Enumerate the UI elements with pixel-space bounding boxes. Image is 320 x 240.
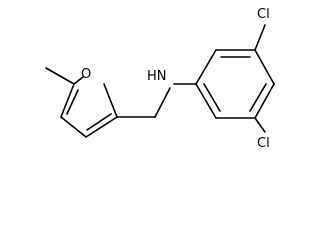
bond-c4-c5-double — [249, 83, 267, 112]
bond-c4-c5 — [254, 83, 275, 119]
benzene-ring — [195, 49, 275, 119]
bond-c5-cl-bottom — [254, 117, 266, 133]
bond-c4-c5 — [60, 83, 75, 118]
bond-methyl — [45, 67, 75, 85]
bond-c4-c5-double — [66, 89, 79, 115]
bond-c1-c2 — [195, 49, 217, 85]
bond-c6-c1-double — [203, 83, 221, 112]
amine-atom-label: HN — [147, 69, 167, 84]
chlorine-bottom-label: Cl — [257, 136, 270, 151]
bond-c2-c3-double — [86, 113, 112, 131]
bond-c3-c4 — [254, 49, 275, 85]
bond-c2-c3 — [85, 116, 118, 138]
chlorine-top-label: Cl — [257, 7, 270, 22]
furan-ring — [60, 76, 118, 138]
oxygen-atom-label: O — [81, 67, 91, 82]
bond-c5-o — [73, 76, 84, 85]
bond-o-c2 — [103, 83, 118, 118]
bond-c3-c4 — [60, 116, 87, 138]
molecule-structure: O HN Cl Cl — [45, 7, 275, 151]
bond-c6-c1 — [195, 83, 217, 119]
bond-c3-cl-top — [254, 24, 266, 51]
bond-ch2-n — [154, 87, 171, 118]
